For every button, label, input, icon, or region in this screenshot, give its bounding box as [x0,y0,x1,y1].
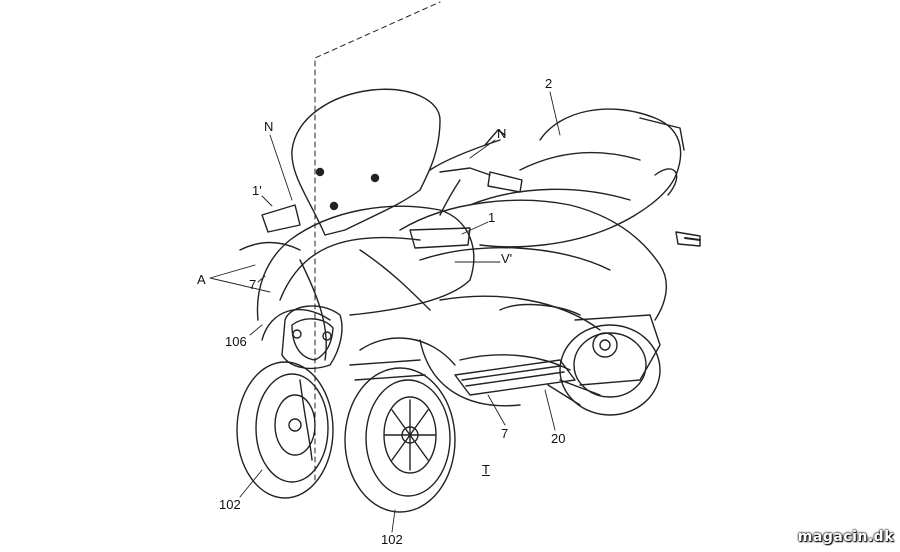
label-102-left: 102 [219,497,241,512]
label-T: T [482,462,490,477]
dashed-axis-line [314,1,441,481]
label-7-left: 7 [249,277,257,292]
front-left-wheel [236,361,334,499]
label-7-bottom: 7 [501,426,509,441]
label-N-handlebar: N [497,126,507,141]
leader-lines [209,91,561,533]
label-102-bottom: 102 [381,532,403,547]
label-1: 1 [488,210,496,225]
label-1-prime: 1' [252,183,262,198]
rear-body [469,108,701,248]
front-right-wheel [344,367,456,513]
front-fairing [239,204,475,361]
front-suspension [261,309,456,461]
label-20: 20 [551,431,566,446]
watermark-text: magacin.dk [797,529,894,545]
label-2: 2 [545,76,553,91]
windscreen [291,88,441,236]
label-N-top: N [264,119,274,134]
label-A: A [197,272,206,287]
main-body [399,199,667,407]
label-V-prime: V' [501,251,513,266]
rear-wheel [547,314,661,416]
headlight [281,305,343,370]
handlebar [429,129,523,216]
label-106: 106 [225,334,247,349]
